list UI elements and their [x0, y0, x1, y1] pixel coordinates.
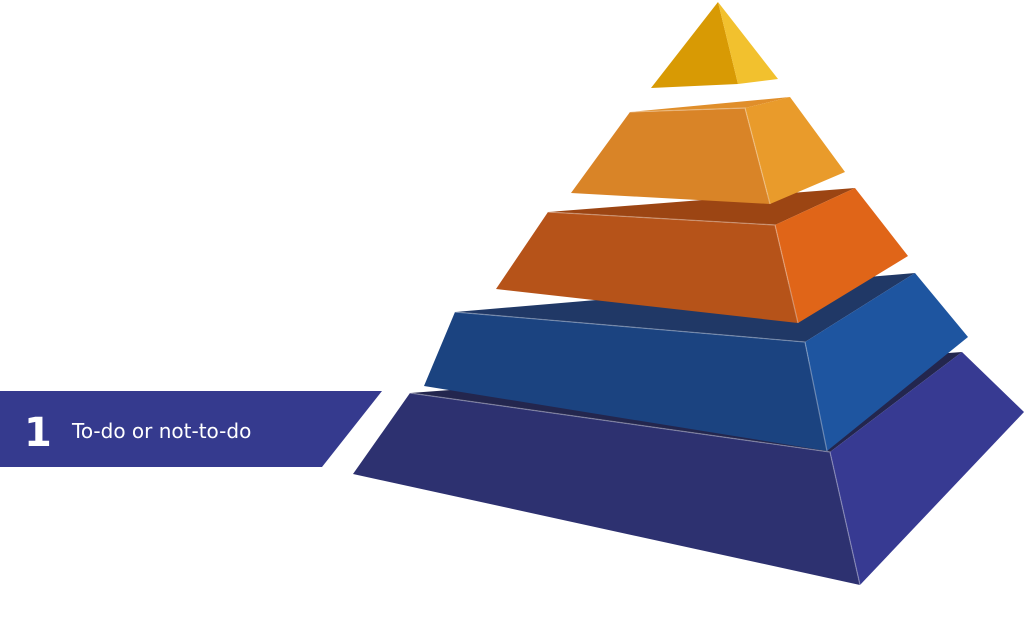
- layer-1-edge: [409, 392, 861, 586]
- layer-5-side-face: [718, 2, 778, 84]
- callout-level-1: 1 To-do or not-to-do: [0, 391, 382, 467]
- pyramid-layer-5: [651, 2, 778, 88]
- layer-5-front-face: [651, 2, 738, 88]
- callout-banner: [0, 391, 382, 467]
- layer-4-front-face: [571, 108, 770, 204]
- callout-number: 1: [24, 410, 52, 456]
- layer-3-side-face: [775, 188, 908, 323]
- layer-4-side-face: [745, 97, 845, 204]
- layer-3-front-face: [496, 212, 798, 323]
- layer-4-edge: [629, 107, 771, 205]
- layer-2-edge: [454, 311, 828, 452]
- callout-text: To-do or not-to-do: [71, 419, 251, 443]
- layer-1-side-face: [830, 352, 1024, 585]
- pyramid-layer-3: [496, 188, 908, 323]
- layer-4-top-face: [630, 97, 790, 112]
- pyramid-layer-4: [571, 97, 845, 204]
- layer-3-edge: [547, 211, 799, 324]
- layer-2-side-face: [805, 273, 968, 451]
- edge-highlights: [409, 107, 861, 586]
- layer-1-front-face: [353, 393, 860, 585]
- layer-2-front-face: [424, 312, 827, 451]
